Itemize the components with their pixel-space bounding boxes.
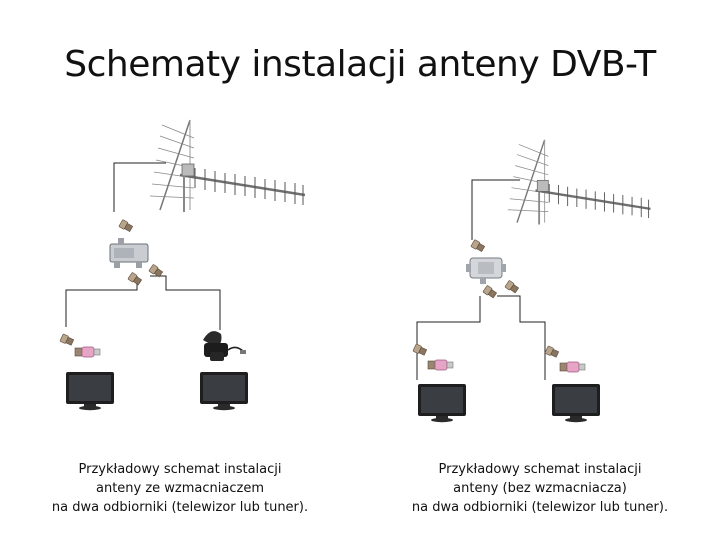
splitter-icon <box>109 238 149 268</box>
antenna-icon <box>506 138 652 226</box>
plug-icon <box>559 361 586 373</box>
left-diagram <box>59 118 307 411</box>
right-caption-line1: Przykładowy schemat instalacji <box>438 462 642 477</box>
tv-icon <box>200 372 248 411</box>
connector-icon <box>412 343 428 357</box>
connector-icon <box>504 279 520 295</box>
plug-icon <box>427 359 454 371</box>
slide-title: Schematy instalacji anteny DVB-T <box>64 44 656 85</box>
right-diagram <box>412 138 652 423</box>
connector-icon <box>470 239 486 253</box>
tv-icon <box>66 372 114 411</box>
tv-icon <box>418 384 466 423</box>
left-caption-line2: anteny ze wzmacniaczem <box>95 481 264 496</box>
connector-icon <box>127 271 143 287</box>
tv-icon <box>552 384 600 423</box>
left-caption-line3: na dwa odbiorniki (telewizor lub tuner). <box>51 500 309 515</box>
right-caption: Przykładowy schemat instalacji anteny (b… <box>362 460 718 517</box>
right-caption-line3: na dwa odbiorniki (telewizor lub tuner). <box>411 500 669 515</box>
splitter-icon <box>466 257 506 284</box>
antenna-icon <box>148 118 307 214</box>
amplifier-power-supply-icon <box>203 331 246 361</box>
connector-icon <box>482 284 498 300</box>
left-caption-line1: Przykładowy schemat instalacji <box>78 462 282 477</box>
right-caption-line2: anteny (bez wzmacniacza) <box>453 481 627 496</box>
connector-icon <box>118 219 134 233</box>
connector-icon <box>544 345 560 359</box>
left-caption: Przykładowy schemat instalacji anteny ze… <box>0 460 360 517</box>
plug-icon <box>74 346 101 358</box>
connector-icon <box>59 333 75 347</box>
